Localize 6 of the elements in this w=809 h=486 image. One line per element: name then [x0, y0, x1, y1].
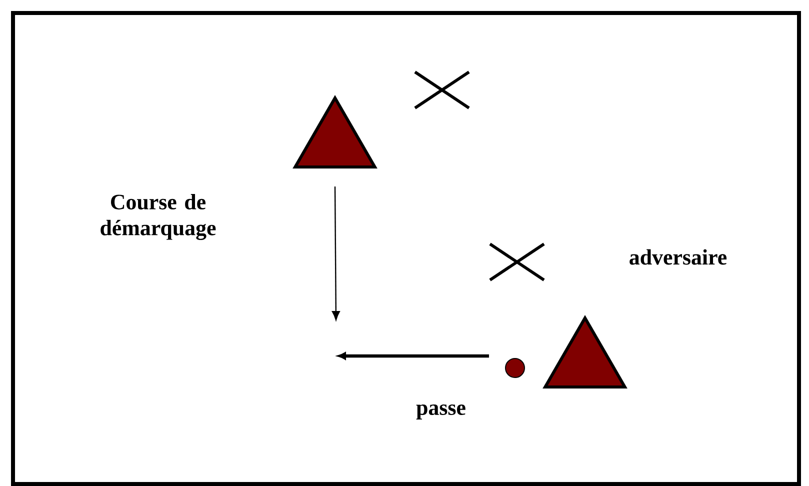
arrow	[332, 186, 340, 320]
arrow	[338, 352, 489, 360]
text-label: passe	[416, 404, 466, 420]
text-label: Course de démarquage	[100, 194, 216, 240]
ball	[505, 358, 525, 378]
text-label: adversaire	[630, 249, 727, 265]
